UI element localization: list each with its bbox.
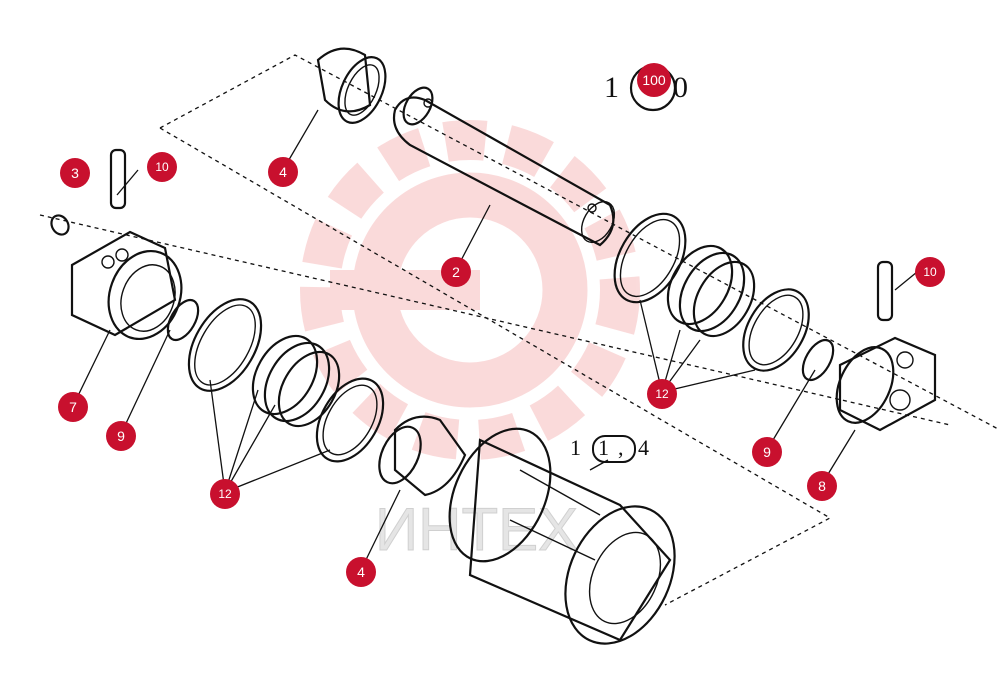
callout-10-left[interactable]: 10 [147, 152, 177, 182]
callout-4-bottom-label: 4 [357, 564, 365, 580]
seal-rings-left [166, 298, 385, 463]
roller-note-prefix: 1 [570, 435, 581, 460]
callout-12-right-label: 12 [655, 387, 669, 401]
callout-9-right[interactable]: 9 [752, 437, 782, 467]
callout-7[interactable]: 7 [58, 392, 88, 422]
callout-2-label: 2 [452, 264, 460, 280]
callout-8-label: 8 [818, 478, 826, 494]
leader-lines [72, 109, 918, 571]
callout-12-left-label: 12 [218, 487, 232, 501]
callout-100[interactable]: 100 [637, 63, 671, 97]
seal-rings-right [613, 212, 835, 382]
bushing-bottom [378, 415, 467, 497]
callout-9-right-label: 9 [763, 444, 771, 460]
roller-note-capsule [592, 435, 636, 463]
top-note-suffix: 0 [673, 71, 688, 104]
roller-note-sep: , [618, 435, 624, 460]
roller-note-suffix: 4 [638, 435, 649, 460]
pin-left [109, 148, 127, 210]
plug [50, 214, 70, 236]
collar-right [835, 336, 937, 432]
roller-note: 1 1 , 4 [570, 435, 649, 463]
callout-9-left[interactable]: 9 [106, 421, 136, 451]
axis-lines [39, 54, 1000, 606]
callout-10-right[interactable]: 10 [915, 257, 945, 287]
callout-12-right[interactable]: 12 [647, 379, 677, 409]
callout-2[interactable]: 2 [441, 257, 471, 287]
callout-12-left[interactable]: 12 [210, 479, 240, 509]
callout-10-right-label: 10 [923, 265, 937, 279]
track-roller [448, 427, 676, 645]
callout-8[interactable]: 8 [807, 471, 837, 501]
pin-right [876, 260, 894, 322]
callout-4-top[interactable]: 4 [268, 157, 298, 187]
callout-100-label: 100 [642, 72, 666, 88]
callout-3[interactable]: 3 [60, 158, 90, 188]
callout-4-bottom[interactable]: 4 [346, 557, 376, 587]
callout-4-top-label: 4 [279, 164, 287, 180]
callout-3-label: 3 [71, 165, 79, 181]
shaft [392, 86, 616, 247]
callout-10-left-label: 10 [155, 160, 169, 174]
collar-left [70, 230, 183, 341]
top-note-prefix: 1 [604, 71, 619, 104]
roller-note-mid: 1 [598, 435, 609, 460]
callout-7-label: 7 [69, 399, 77, 415]
watermark-text: ИНТЕХ [375, 496, 578, 563]
callout-9-left-label: 9 [117, 428, 125, 444]
bushing-top [316, 47, 387, 124]
